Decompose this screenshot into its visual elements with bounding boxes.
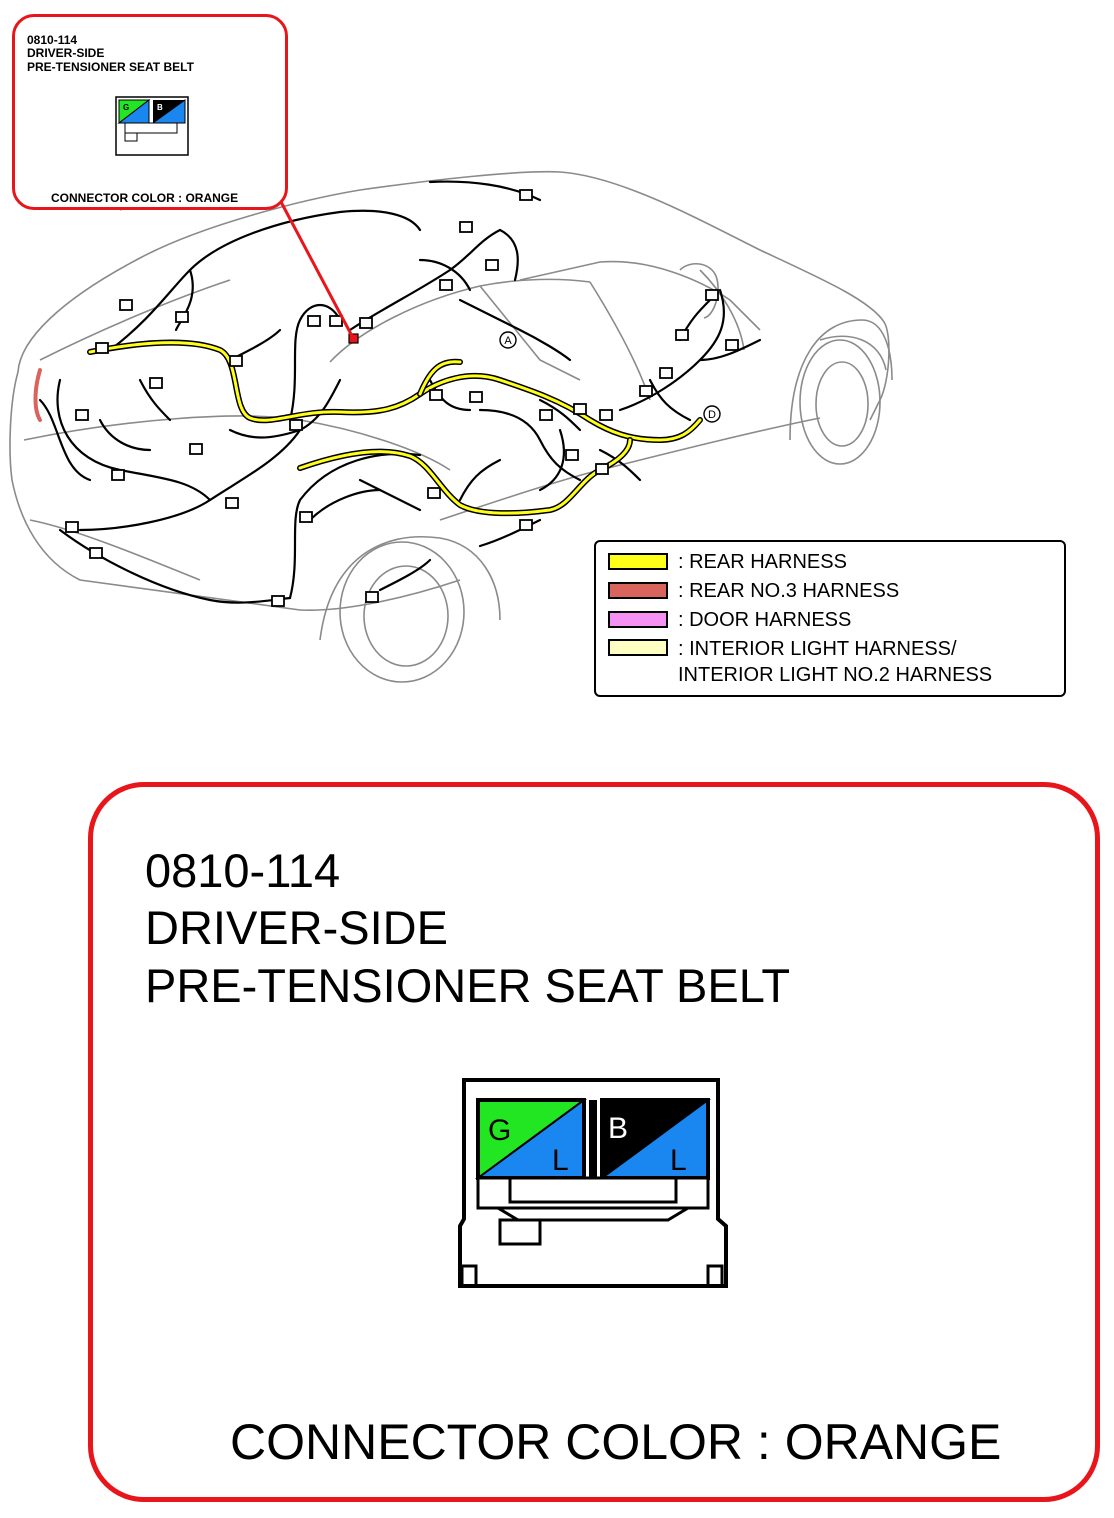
legend-item: : INTERIOR LIGHT HARNESS/ INTERIOR LIGHT… [608,636,992,688]
connector-callout-large: 0810-114 DRIVER-SIDE PRE-TENSIONER SEAT … [88,782,1100,1502]
callout-small-code: 0810-114 [27,33,78,47]
legend-label: : DOOR HARNESS [678,609,852,631]
legend-swatch-rear-no3 [608,582,668,599]
legend-label: : INTERIOR LIGHT HARNESS/ INTERIOR LIGHT… [678,638,993,686]
harness-legend: : REAR HARNESS : REAR NO.3 HARNESS : DOO… [594,540,1066,697]
connector-callout-small: 0810-114 DRIVER-SIDE PRE-TENSIONER SEAT … [12,14,288,210]
callout-large-line1: DRIVER-SIDE [145,901,448,954]
legend-label: : REAR HARNESS [678,551,847,573]
rear-no3-harness-wire [33,368,42,422]
callout-small-line1: DRIVER-SIDE [27,46,105,60]
svg-text:A: A [504,335,512,347]
callout-large-code: 0810-114 [145,844,341,897]
connector-pin-2: B L [598,1098,712,1180]
rear-wheel [319,536,501,683]
svg-text:L: L [670,1144,687,1177]
svg-text:B: B [157,103,163,112]
driver-pretensioner-connector-marker[interactable] [348,333,359,344]
legend-swatch-rear [608,553,668,570]
svg-text:B: B [608,1112,628,1145]
connector-face-large: G L B L [458,1078,728,1288]
vehicle-outline [9,170,890,612]
legend-swatch-interior-light [608,639,668,656]
harness-connectors [65,189,739,607]
callout-small-line2: PRE-TENSIONER SEAT BELT [27,60,194,74]
legend-item: : DOOR HARNESS [608,608,851,632]
connector-pin-1: G L [474,1098,588,1180]
black-harness-wires [38,180,762,604]
marker-a: A [499,331,517,349]
connector-icon-small: G B [115,96,189,156]
svg-text:G: G [123,103,129,112]
marker-d: D [703,405,721,423]
callout-large-connector-color: CONNECTOR COLOR : ORANGE [230,1414,1002,1470]
rear-harness-wires [87,339,703,517]
vehicle-harness-diagram: A D [9,170,893,683]
callout-leader-line [278,199,354,337]
legend-item: : REAR NO.3 HARNESS [608,579,899,603]
legend-label: : REAR NO.3 HARNESS [678,580,900,602]
svg-text:L: L [552,1144,569,1177]
callout-large-line2: PRE-TENSIONER SEAT BELT [145,959,791,1012]
legend-swatch-door [608,611,668,628]
front-wheel [789,319,893,465]
svg-text:G: G [488,1114,511,1147]
callout-small-connector-color: CONNECTOR COLOR : ORANGE [51,191,239,205]
legend-item: : REAR HARNESS [608,550,847,574]
svg-text:D: D [708,409,716,421]
